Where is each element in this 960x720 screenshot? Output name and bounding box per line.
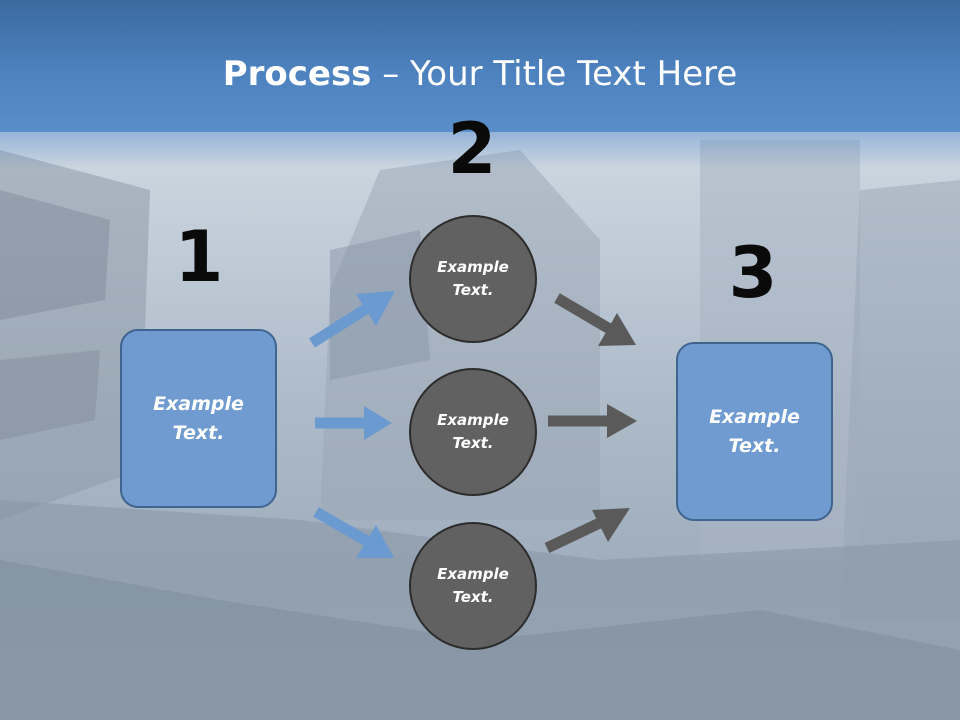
step-2-circle-top-text: Example Text. bbox=[437, 258, 509, 299]
step-1-box-text: Example Text. bbox=[153, 392, 244, 444]
step-2-circle-bottom-text: Example Text. bbox=[437, 565, 509, 606]
step-number-3: 3 bbox=[728, 232, 778, 314]
gray-arrow-right bbox=[548, 404, 637, 438]
gray-arrow-up bbox=[544, 508, 630, 553]
blue-arrow-up bbox=[309, 291, 395, 348]
step-2-circle-bottom: Example Text. bbox=[409, 522, 537, 650]
step-1-box: Example Text. bbox=[120, 329, 277, 508]
blue-arrow-right bbox=[315, 406, 392, 440]
step-number-2: 2 bbox=[447, 108, 497, 190]
slide-title: Process – Your Title Text Here bbox=[0, 52, 960, 96]
step-2-circle-middle-text: Example Text. bbox=[437, 411, 509, 452]
title-bar bbox=[0, 0, 960, 132]
step-2-circle-middle: Example Text. bbox=[409, 368, 537, 496]
step-3-box-text: Example Text. bbox=[709, 405, 800, 457]
blue-arrow-down bbox=[313, 507, 394, 558]
title-bold: Process bbox=[222, 54, 372, 94]
step-2-circle-top: Example Text. bbox=[409, 215, 537, 343]
step-3-box: Example Text. bbox=[676, 342, 833, 521]
gray-arrow-down bbox=[554, 293, 636, 346]
title-bar-fade bbox=[0, 128, 960, 168]
step-number-1: 1 bbox=[174, 216, 224, 298]
title-rest: – Your Title Text Here bbox=[371, 54, 738, 94]
